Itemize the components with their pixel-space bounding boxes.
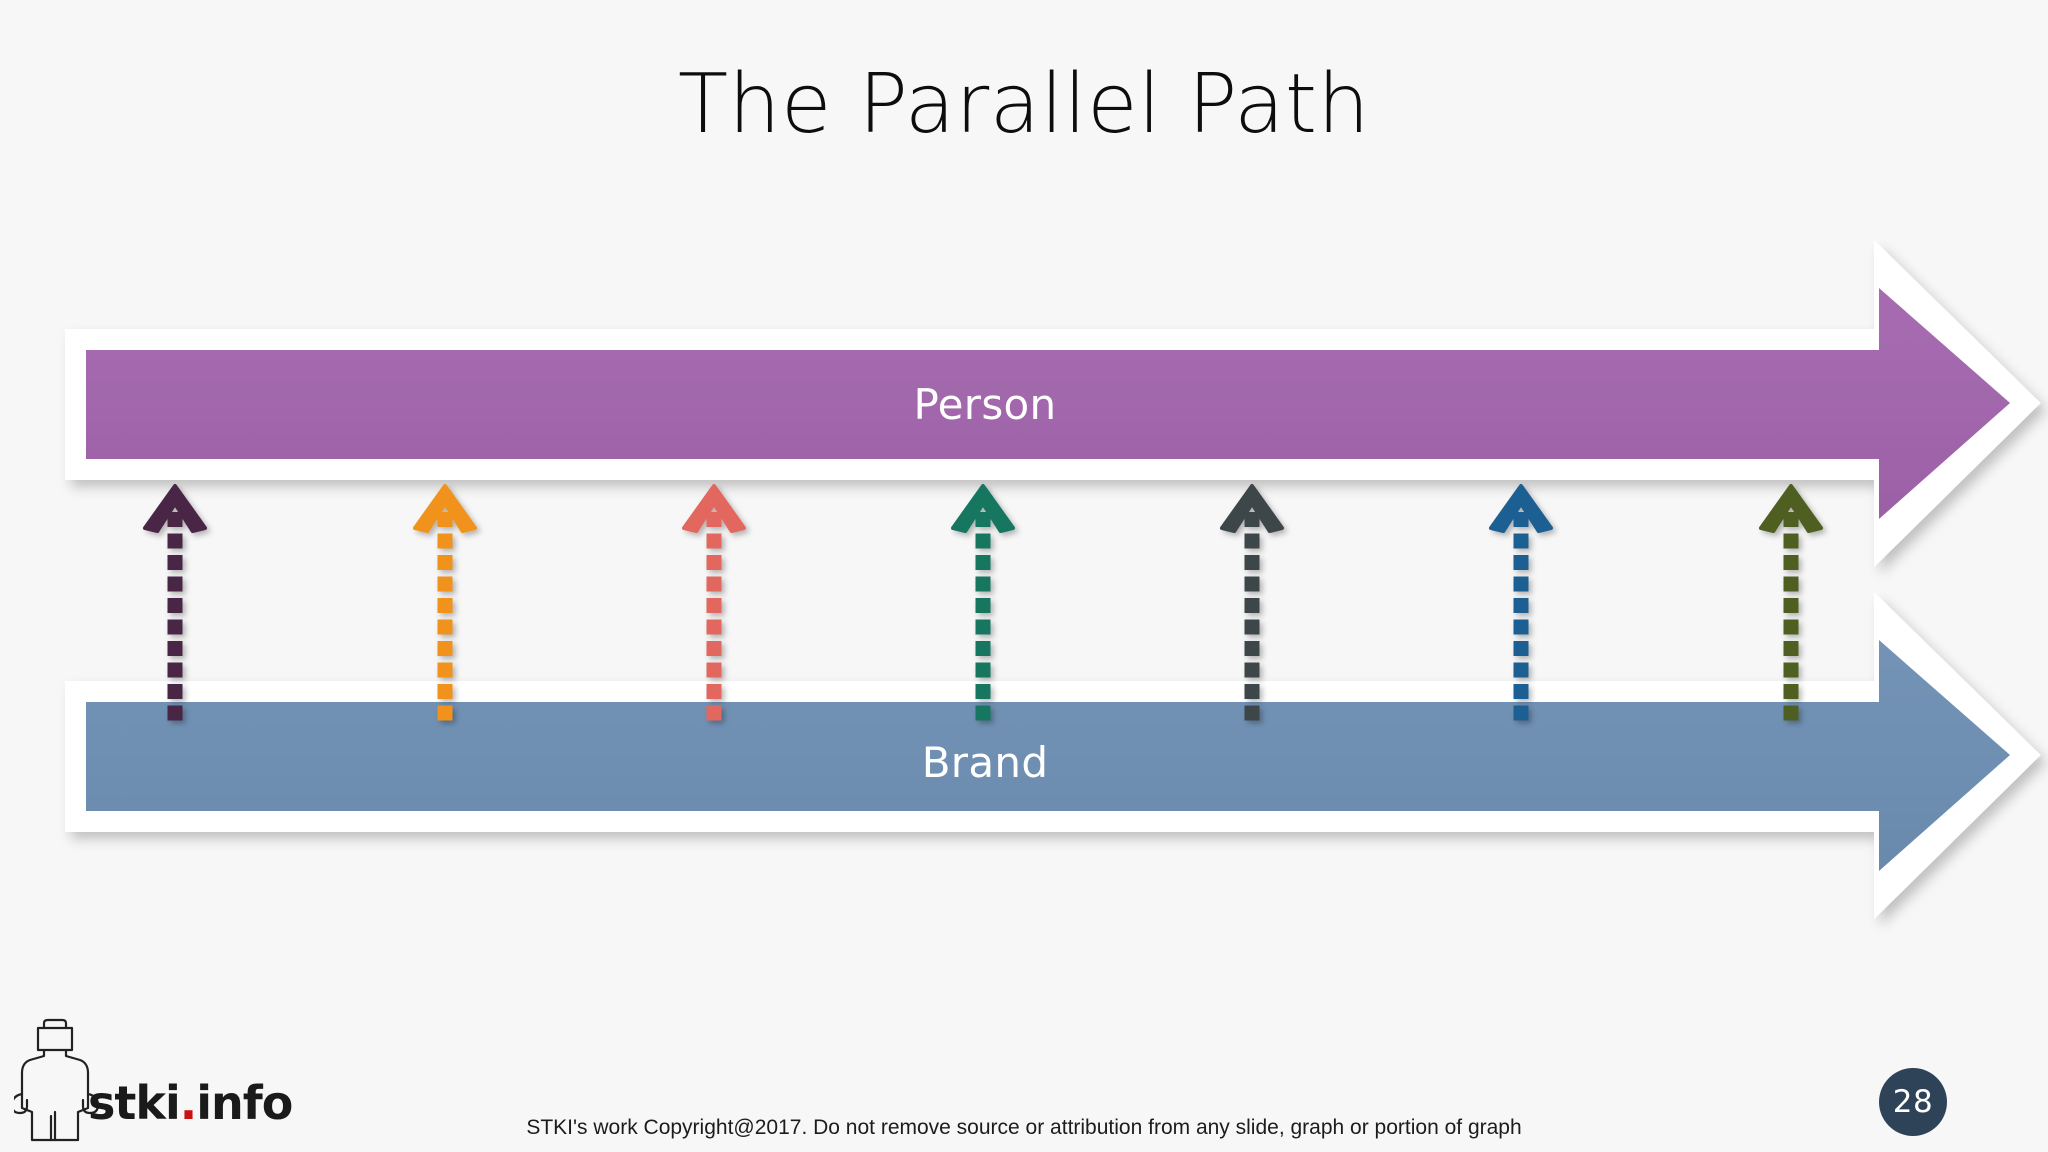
logo-wordmark-suffix: info [196,1076,293,1130]
connector-dot [1783,555,1799,570]
connector-dot [1783,684,1799,699]
stki-logo-wordmark: stki.info [88,1080,293,1126]
connector-dot [167,598,183,613]
connector-arrow-6 [1489,484,1553,721]
connector-dot [706,641,722,656]
connector-dot [706,619,722,635]
connector-dot [1244,641,1260,656]
connector-dot [1244,705,1260,721]
connector-dot [167,641,183,656]
footer-copyright-note: STKI's work Copyright@2017. Do not remov… [526,1116,1522,1139]
connector-arrow-4 [951,484,1015,721]
connector-dot [167,619,183,635]
connector-arrowhead [951,484,1015,533]
logo-wordmark-prefix: stki [88,1076,181,1130]
connector-dot [1783,512,1799,527]
connector-dot [1783,705,1799,721]
connector-dot [167,512,183,527]
connector-dot [1513,512,1529,527]
connector-dot [167,662,183,678]
connector-dot [975,533,991,549]
connector-dot [167,533,183,549]
person-band-label: Person [913,380,1057,429]
connector-dot [706,533,722,549]
page-number-badge: 28 [1879,1068,1947,1136]
connector-dot [1513,619,1529,635]
connector-dot [1513,598,1529,613]
connector-dot [706,512,722,527]
connector-dot [1244,598,1260,613]
connector-arrows [143,484,1823,721]
connector-dot [1513,555,1529,570]
connector-dot [1783,641,1799,656]
connector-dot [437,576,453,592]
connector-dot [437,619,453,635]
connector-dot [975,555,991,570]
connector-arrow-7 [1759,484,1823,721]
connector-dot [975,598,991,613]
connector-dot [975,641,991,656]
connector-dot [437,598,453,613]
connector-dot [975,662,991,678]
connector-dot [167,684,183,699]
connector-dot [437,641,453,656]
connector-dot [975,576,991,592]
connector-dot [437,555,453,570]
connector-arrowhead [413,484,477,533]
connector-dot [706,576,722,592]
connector-dot [1244,555,1260,570]
connector-dot [437,533,453,549]
connector-arrow-3 [682,484,746,721]
connector-arrowhead [682,484,746,533]
connector-dot [1783,619,1799,635]
connector-dot [167,576,183,592]
connector-dot [437,705,453,721]
connector-dot [975,619,991,635]
connector-dot [1513,684,1529,699]
connector-dot [1783,598,1799,613]
connector-dot [437,512,453,527]
page-title: The Parallel Path [677,57,1371,152]
connector-dot [1783,533,1799,549]
connector-dot [1244,533,1260,549]
connector-dot [1244,662,1260,678]
stki-logo-figure-icon [14,1018,100,1142]
logo-wordmark-dot: . [179,1076,198,1130]
connector-arrow-1 [143,484,207,721]
connector-dot [1513,641,1529,656]
connector-dot [1244,576,1260,592]
connector-dot [1513,662,1529,678]
connector-arrowhead [1489,484,1553,533]
connector-arrow-2 [413,484,477,721]
connector-dot [167,555,183,570]
connector-dot [975,512,991,527]
connector-dot [1244,619,1260,635]
connector-dot [167,705,183,721]
connector-dot [975,705,991,721]
brand-band-label: Brand [921,738,1049,787]
connector-dot [1244,512,1260,527]
connector-dot [1783,576,1799,592]
connector-dot [1513,576,1529,592]
connector-dot [1513,533,1529,549]
connector-dot [1513,705,1529,721]
connector-dot [437,684,453,699]
connector-dot [1783,662,1799,678]
connector-dot [1244,684,1260,699]
connector-dot [437,662,453,678]
connector-arrowhead [1220,484,1284,533]
connector-arrowhead [143,484,207,533]
connector-arrowhead [1759,484,1823,533]
connector-dot [706,555,722,570]
connector-arrow-5 [1220,484,1284,721]
connector-dot [975,684,991,699]
connector-dot [706,662,722,678]
connector-dot [706,598,722,613]
connector-dot [706,684,722,699]
connector-dot [706,705,722,721]
